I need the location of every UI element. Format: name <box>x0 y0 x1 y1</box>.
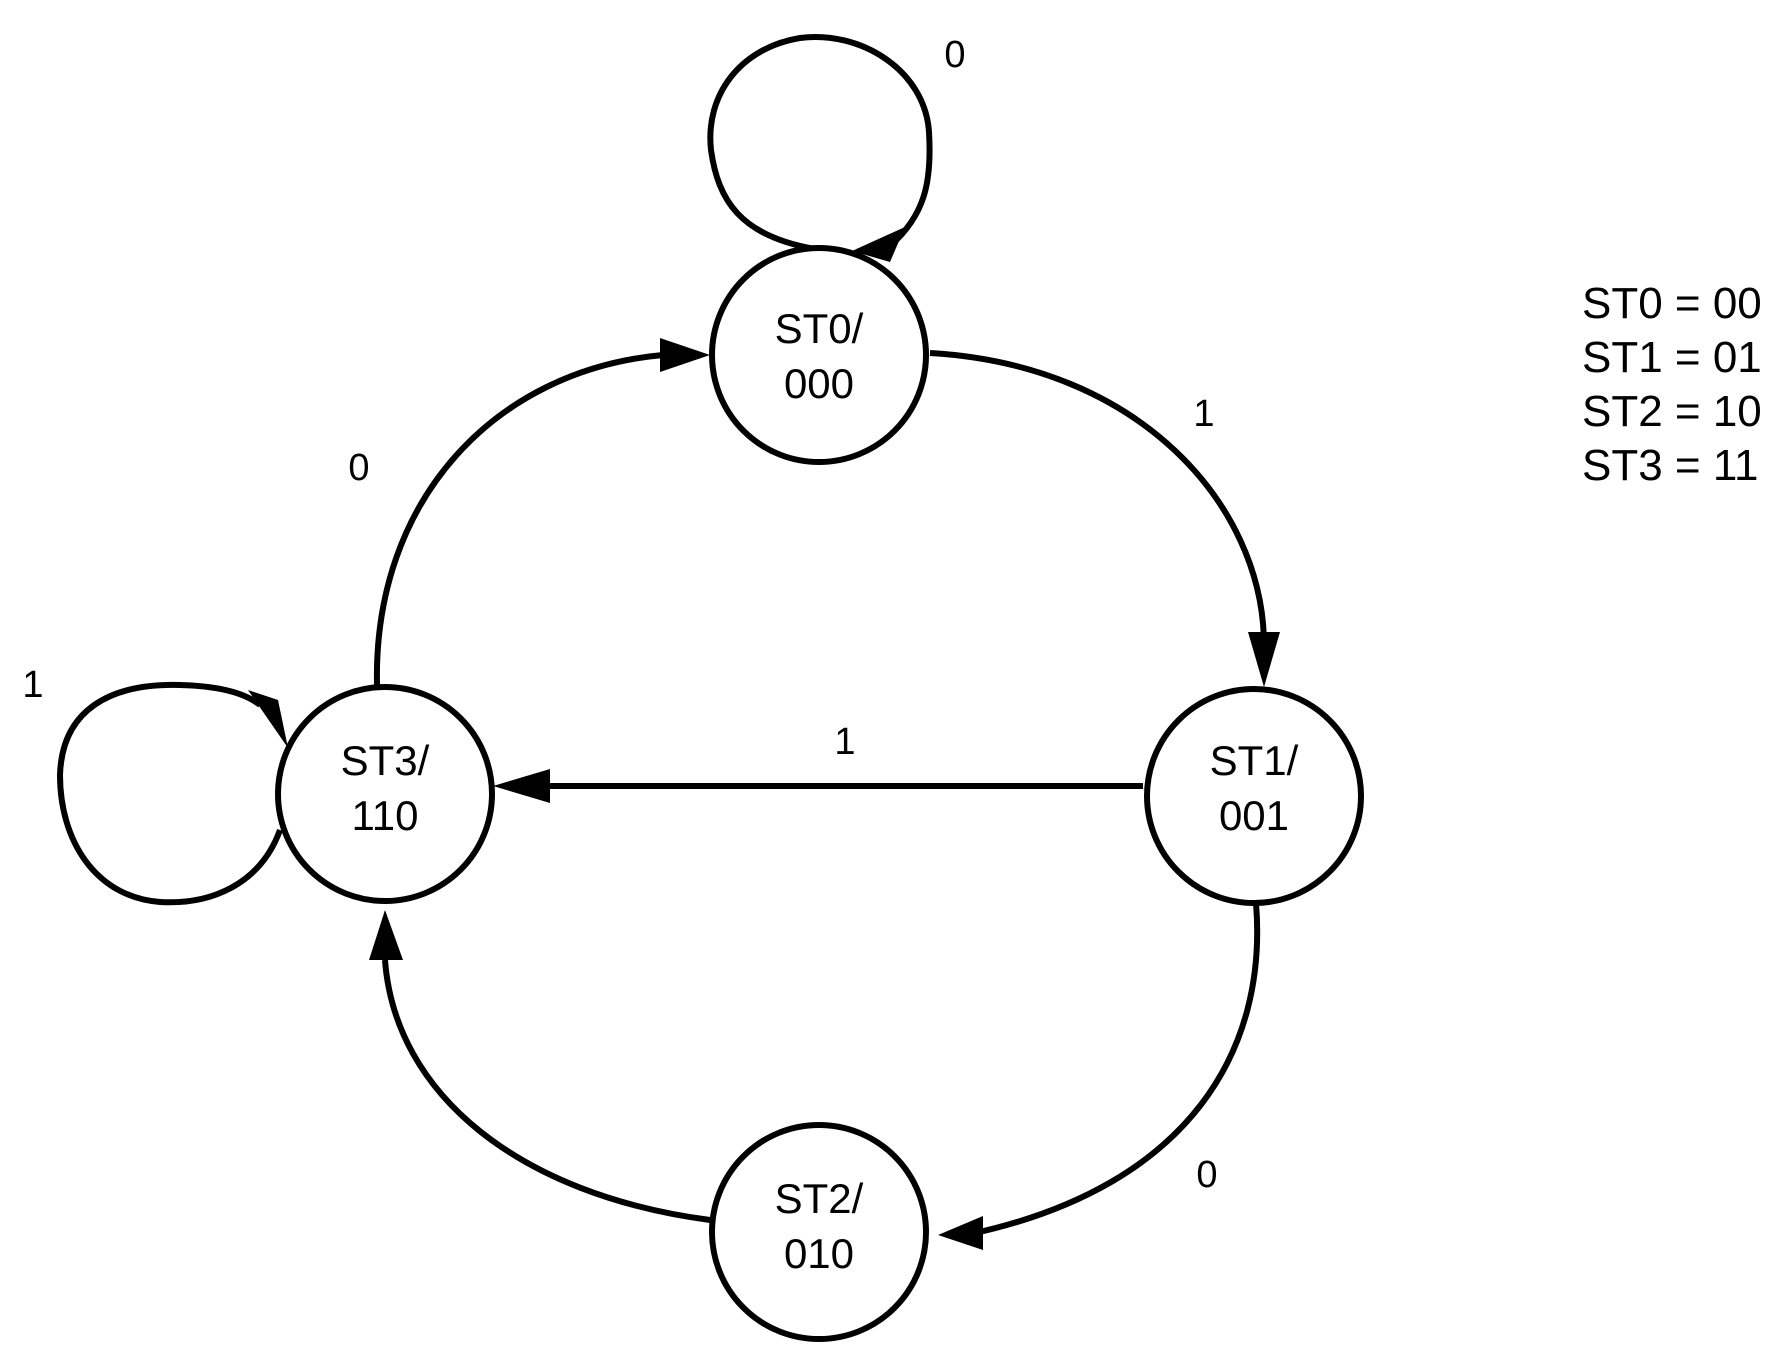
state-circle-st1 <box>1144 686 1364 906</box>
transition-st0-st1: 1 <box>929 350 1280 687</box>
arrowhead-st0-st1 <box>1248 632 1280 687</box>
legend-line-st3: ST3 = 11 <box>1582 441 1759 490</box>
state-name-st3: ST3/ <box>341 737 430 784</box>
transition-st3-st3: 1 <box>22 664 288 906</box>
state-st0: ST0/ 000 <box>709 245 929 465</box>
label-st3-st3: 1 <box>22 664 43 706</box>
state-encoding-legend: ST0 = 00 ST1 = 01 ST2 = 10 ST3 = 11 <box>1582 279 1762 490</box>
state-output-st1: 001 <box>1219 792 1289 839</box>
state-circle-st2 <box>709 1122 929 1342</box>
transition-st2-st3 <box>369 910 711 1223</box>
label-st0-st1: 1 <box>1193 393 1214 435</box>
legend-line-st1: ST1 = 01 <box>1582 333 1762 382</box>
state-st1: ST1/ 001 <box>1144 686 1364 906</box>
state-name-st2: ST2/ <box>775 1175 864 1222</box>
state-name-st1: ST1/ <box>1210 737 1299 784</box>
edge-st3-st0 <box>373 352 664 686</box>
edge-st0-st1 <box>929 350 1267 643</box>
state-st2: ST2/ 010 <box>709 1122 929 1342</box>
transition-st3-st0: 0 <box>348 338 710 686</box>
state-circle-st3 <box>275 684 495 904</box>
state-circle-st0 <box>709 245 929 465</box>
arrowhead-st1-st3 <box>493 769 550 803</box>
edge-st0-st0 <box>707 34 933 252</box>
label-st3-st0: 0 <box>348 447 369 489</box>
label-st1-st3: 1 <box>834 721 855 763</box>
state-output-st2: 010 <box>784 1230 854 1277</box>
legend-line-st2: ST2 = 10 <box>1582 387 1762 436</box>
arrowhead-st0-st0 <box>852 227 905 262</box>
state-name-st0: ST0/ <box>775 305 864 352</box>
edge-st2-st3 <box>382 959 711 1223</box>
arrowhead-st2-st3 <box>369 910 403 960</box>
state-output-st0: 000 <box>784 360 854 407</box>
edge-st1-st2 <box>974 902 1261 1236</box>
label-st0-st0: 0 <box>944 34 965 76</box>
arrowhead-st3-st3 <box>248 690 288 748</box>
state-st3: ST3/ 110 <box>275 684 495 904</box>
label-st1-st2: 0 <box>1196 1154 1217 1196</box>
transition-st0-st0: 0 <box>707 34 966 262</box>
transition-st1-st2: 0 <box>938 902 1261 1250</box>
arrowhead-st3-st0 <box>660 338 710 372</box>
legend-line-st0: ST0 = 00 <box>1582 279 1762 328</box>
edge-st3-st3 <box>56 681 283 906</box>
transition-st1-st3: 1 <box>493 721 1143 803</box>
state-output-st3: 110 <box>352 792 419 839</box>
arrowhead-st1-st2 <box>938 1216 983 1250</box>
